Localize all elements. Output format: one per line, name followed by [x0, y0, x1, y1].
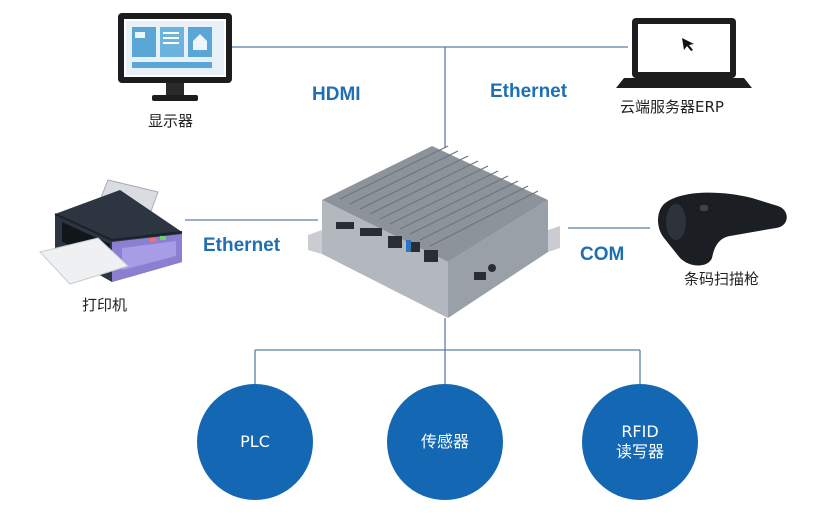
com-label: COM: [580, 244, 625, 265]
rfid-node-label-line1: RFID: [621, 422, 659, 441]
connector-lines: [185, 46, 650, 384]
ethernet-left-label: Ethernet: [203, 235, 281, 256]
scanner-caption: 条码扫描枪: [684, 270, 760, 288]
ethernet-top-label: Ethernet: [490, 81, 568, 102]
cloud-server-caption: 云端服务器ERP: [620, 98, 724, 116]
laptop-icon: [616, 18, 752, 88]
rfid-reader-node: RFID 读写器: [582, 384, 698, 500]
plc-node-label: PLC: [240, 432, 270, 451]
sensor-node-label: 传感器: [420, 432, 469, 451]
plc-node: PLC: [197, 384, 313, 500]
printer-caption: 打印机: [82, 296, 128, 314]
rfid-node-label-line2: 读写器: [615, 442, 664, 461]
monitor-caption: 显示器: [148, 112, 194, 130]
monitor-icon: [118, 13, 232, 101]
sensor-node: 传感器: [387, 384, 503, 500]
industrial-pc-icon: [308, 145, 560, 318]
printer-icon: [39, 179, 183, 285]
hdmi-label: HDMI: [312, 84, 361, 105]
barcode-scanner-icon: [658, 192, 787, 266]
